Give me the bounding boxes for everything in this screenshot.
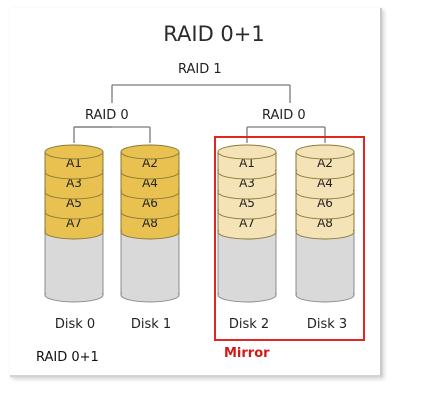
mirror-label: Mirror	[224, 346, 270, 361]
disk-top	[295, 144, 355, 160]
diagram-title: RAID 0+1	[163, 22, 265, 46]
block-label: A6	[142, 196, 158, 210]
data-block-cover	[122, 164, 178, 172]
block-label: A7	[66, 216, 82, 230]
block-label: A5	[239, 196, 255, 210]
data-block-cover	[219, 224, 275, 232]
disk-label-1: Disk 1	[130, 317, 172, 332]
raid1-label: RAID 1	[178, 62, 222, 77]
disk-body	[44, 231, 104, 296]
block-label: A1	[239, 156, 255, 170]
disk-body	[217, 231, 277, 296]
data-block-cover	[122, 204, 178, 212]
block-label: A4	[142, 176, 158, 190]
data-block-cover	[46, 224, 102, 232]
data-block-cover	[297, 204, 353, 212]
disk-body-cover	[122, 287, 178, 295]
disk-body	[120, 231, 180, 296]
data-block-cover	[46, 204, 102, 212]
disk-label-3: Disk 3	[306, 317, 348, 332]
block-label: A8	[142, 216, 158, 230]
block-label: A1	[66, 156, 82, 170]
disk-body-cover	[297, 287, 353, 295]
data-block-cover	[122, 224, 178, 232]
block-label: A3	[239, 176, 255, 190]
disk-top	[44, 144, 104, 160]
data-block-cover	[46, 164, 102, 172]
data-block-cover	[297, 224, 353, 232]
block-label: A5	[66, 196, 82, 210]
block-label: A4	[317, 176, 333, 190]
raid0-label-left: RAID 0	[85, 108, 129, 123]
mirror-highlight-box	[214, 136, 365, 341]
disk-top	[217, 144, 277, 160]
data-block-cover	[219, 204, 275, 212]
disk-top	[120, 144, 180, 160]
block-label: A7	[239, 216, 255, 230]
disk-body-cover	[219, 287, 275, 295]
block-label: A2	[317, 156, 333, 170]
data-block-cover	[297, 184, 353, 192]
disk-label-2: Disk 2	[228, 317, 270, 332]
block-label: A8	[317, 216, 333, 230]
caption: RAID 0+1	[36, 350, 99, 365]
block-label: A2	[142, 156, 158, 170]
disk-label-0: Disk 0	[54, 317, 96, 332]
raid0-label-right: RAID 0	[262, 108, 306, 123]
block-label: A3	[66, 176, 82, 190]
block-label: A6	[317, 196, 333, 210]
data-block-cover	[122, 184, 178, 192]
data-block-cover	[297, 164, 353, 172]
disk-body-cover	[46, 287, 102, 295]
data-block-cover	[46, 184, 102, 192]
data-block-cover	[219, 184, 275, 192]
data-block-cover	[219, 164, 275, 172]
